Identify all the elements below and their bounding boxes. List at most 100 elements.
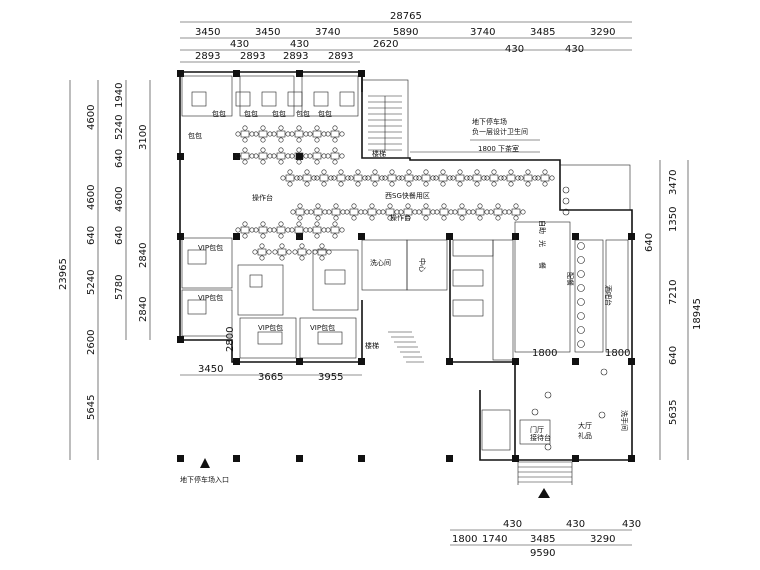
chair [333, 215, 339, 221]
dining-table [257, 248, 267, 256]
dim-top-overall: 28765 [390, 11, 422, 22]
chair [532, 175, 538, 181]
dim-top-r3-1: 2893 [195, 51, 220, 62]
dim-top-r2-2: 430 [290, 39, 309, 50]
dim-left-2: 4600 [86, 185, 97, 210]
chair [542, 169, 548, 175]
dim-top-r2-1: 430 [230, 39, 249, 50]
dining-table [258, 226, 268, 234]
dim-top-r2-3: 2620 [373, 39, 398, 50]
chair [319, 255, 325, 261]
bar-stool [562, 197, 570, 205]
chair [332, 221, 338, 227]
chair [333, 203, 339, 209]
chair [508, 169, 514, 175]
chair [484, 175, 490, 181]
chair [314, 159, 320, 165]
chair [287, 169, 293, 175]
west-dining-label: 西SG快餐用区 [385, 191, 430, 200]
dining-table [319, 174, 329, 182]
bar-stool [577, 312, 585, 320]
chair [396, 175, 402, 181]
chair [339, 153, 345, 159]
right-dimensions: 18945 3470 1350 640 7210 640 5635 [644, 160, 703, 460]
chair [314, 221, 320, 227]
chair [358, 209, 364, 215]
chair [279, 255, 285, 261]
dining-table [385, 208, 395, 216]
dining-table [493, 208, 503, 216]
chair [260, 125, 266, 131]
chair [423, 203, 429, 209]
chair [306, 249, 312, 255]
chair [314, 175, 320, 181]
dining-table [330, 152, 340, 160]
chair [477, 215, 483, 221]
buffet-label-3: 餐 [538, 262, 547, 269]
chair [235, 153, 241, 159]
front-desk-label: 大厅 [578, 421, 592, 430]
chair [452, 209, 458, 215]
chair [513, 203, 519, 209]
chair [285, 131, 291, 137]
chair [289, 131, 295, 137]
dining-table [438, 174, 448, 182]
chair [325, 153, 331, 159]
chair [542, 181, 548, 187]
chair [491, 169, 497, 175]
dim-left-6: 5645 [86, 395, 97, 420]
dining-table [277, 248, 287, 256]
chair [495, 203, 501, 209]
dining-table [331, 208, 341, 216]
bar-stool [577, 298, 585, 306]
dining-table [295, 208, 305, 216]
chair [260, 159, 266, 165]
chair [474, 181, 480, 187]
outer-walls [179, 71, 633, 461]
dim-left-r2-1: 1940 [114, 83, 125, 108]
chair [457, 169, 463, 175]
dining-table [457, 208, 467, 216]
chair [271, 153, 277, 159]
dining-table [285, 174, 295, 182]
dim-right-3: 640 [644, 233, 655, 252]
dim-right-overall: 18945 [692, 298, 703, 330]
chair [267, 131, 273, 137]
chair [286, 249, 292, 255]
bar-stool [577, 242, 585, 250]
dim-top-6: 3485 [530, 27, 555, 38]
dim-inner-s3: 1800 [605, 348, 630, 359]
chair [290, 209, 296, 215]
vip-rooms-lower: VIP包包 VIP包包 [237, 249, 359, 359]
dim-top-1: 3450 [195, 27, 220, 38]
dim-left-r3-2: 2840 [138, 243, 149, 268]
chair [235, 131, 241, 137]
chair [304, 209, 310, 215]
dining-table [258, 152, 268, 160]
chair [297, 215, 303, 221]
chair [260, 233, 266, 239]
dining-area-upper [235, 125, 345, 165]
dining-table [294, 152, 304, 160]
dining-table [294, 226, 304, 234]
chair [470, 209, 476, 215]
dim-right-5: 640 [668, 346, 679, 365]
dim-top-r3-3: 2893 [283, 51, 308, 62]
dim-right-6: 5635 [668, 400, 679, 425]
chair [287, 181, 293, 187]
dining-table [367, 208, 377, 216]
dim-bottom-r2-3: 430 [622, 519, 641, 530]
dim-inner-mid-1: 3665 [258, 372, 283, 383]
chair [405, 203, 411, 209]
chair [259, 255, 265, 261]
chair [267, 153, 273, 159]
chair [525, 169, 531, 175]
chair [508, 181, 514, 187]
dim-bottom-r2-2: 430 [566, 519, 585, 530]
chair [477, 203, 483, 209]
chair [311, 175, 317, 181]
chair [389, 181, 395, 187]
dining-table [294, 130, 304, 138]
dim-right-4: 7210 [668, 280, 679, 305]
